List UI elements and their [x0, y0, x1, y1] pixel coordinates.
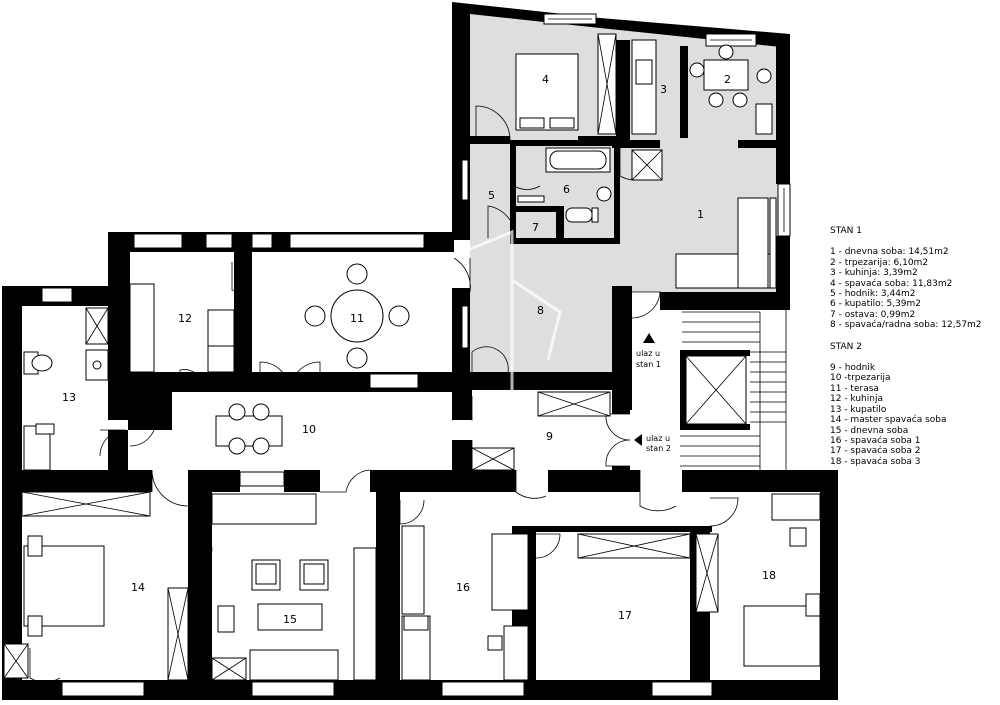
- doors: [29, 105, 739, 683]
- room-label-12: 12: [178, 312, 192, 325]
- room-label-2: 2: [724, 73, 731, 86]
- windows: [41, 13, 791, 697]
- entrance-stan-2-line-2: stan 2: [646, 444, 671, 453]
- entrance-arrow-stan-2: [634, 434, 642, 446]
- legend-item: 8 - spavaća/radna soba: 12,57m2: [830, 320, 982, 331]
- legend-item: 6 - kupatilo: 5,39m2: [830, 299, 922, 310]
- entrance-labels: ulaz u stan 1 ulaz u stan 2: [636, 349, 671, 453]
- furniture: [3, 33, 821, 681]
- room-label-17: 17: [618, 609, 632, 622]
- room-label-8: 8: [537, 304, 544, 317]
- legend-stan-1-list: 1 - dnevna soba: 14,51m2 2 - trpezarija:…: [830, 247, 995, 330]
- entrance-stan-2-line-1: ulaz u: [646, 434, 670, 443]
- room-label-3: 3: [660, 83, 667, 96]
- room-label-4: 4: [542, 73, 549, 86]
- room-label-9: 9: [546, 430, 553, 443]
- room-label-14: 14: [131, 581, 145, 594]
- legend-item: 17 - spavaća soba 2: [830, 446, 921, 457]
- legend-item: 10 -trpezarija: [830, 373, 891, 384]
- legend: STAN 1 1 - dnevna soba: 14,51m2 2 - trpe…: [830, 226, 995, 467]
- legend-stan-2-title: STAN 2: [830, 341, 862, 352]
- legend-stan-1-title: STAN 1: [830, 226, 862, 236]
- legend-item: 12 - kuhinja: [830, 394, 883, 405]
- room-label-11: 11: [350, 312, 364, 325]
- room-label-16: 16: [456, 581, 470, 594]
- legend-item: 5 - hodnik: 3,44m2: [830, 289, 916, 300]
- legend-item: 2 - trpezarija: 6,10m2: [830, 257, 929, 268]
- room-label-15: 15: [283, 613, 297, 626]
- legend-item: 1 - dnevna soba: 14,51m2: [830, 247, 949, 258]
- legend-item: 13 - kupatilo: [830, 404, 887, 415]
- legend-stan-2-list: 9 - hodnik 10 -trpezarija 11 - terasa 12…: [830, 363, 995, 467]
- watermark: [457, 229, 562, 390]
- legend-item: 14 - master spavaća soba: [830, 415, 947, 426]
- room-label-6: 6: [563, 183, 570, 196]
- legend-item: 16 - spavaća soba 1: [830, 435, 921, 446]
- legend-item: 9 - hodnik: [830, 363, 876, 374]
- room-label-10: 10: [302, 423, 316, 436]
- legend-item: 11 - terasa: [830, 383, 879, 394]
- room-labels: 1 2 3 4 5 6 7 8 9 10 11 12 13 14 15 16 1…: [62, 73, 776, 626]
- entrance-stan-1-line-1: ulaz u: [636, 349, 660, 358]
- legend-item: 4 - spavaća soba: 11,83m2: [830, 278, 953, 289]
- room-label-1: 1: [697, 208, 704, 221]
- legend-item: 3 - kuhinja: 3,39m2: [830, 268, 918, 279]
- entrance-stan-1-line-2: stan 1: [636, 360, 661, 369]
- room-label-13: 13: [62, 391, 76, 404]
- room-label-7: 7: [532, 221, 539, 234]
- legend-item: 7 - ostava: 0,99m2: [830, 309, 916, 320]
- room-label-5: 5: [488, 189, 495, 202]
- entrance-markers: [634, 333, 655, 446]
- legend-item: 18 - spavaća soba 3: [830, 456, 921, 467]
- legend-item: 15 - dnevna soba: [830, 425, 909, 436]
- room-label-18: 18: [762, 569, 776, 582]
- entrance-arrow-stan-1: [643, 333, 655, 343]
